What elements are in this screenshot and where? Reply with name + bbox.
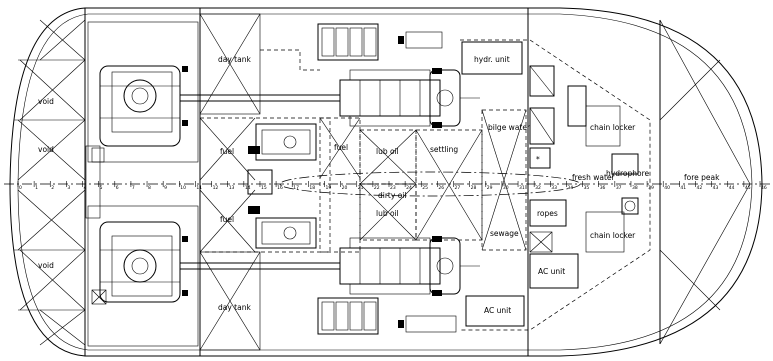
day-tank-bottom: day tank xyxy=(199,251,261,351)
svg-text:*: * xyxy=(536,155,540,164)
sewage-label: sewage xyxy=(490,229,519,238)
frame-number: 34 xyxy=(567,185,573,191)
frame-number: 38 xyxy=(632,185,638,191)
frame-number: 10 xyxy=(180,185,186,191)
generator-bottom xyxy=(248,206,317,249)
frame-number: 35 xyxy=(584,185,590,191)
ac-unit-bottom-box: AC unit xyxy=(465,295,525,327)
fuel-center-label: fuel xyxy=(334,143,348,152)
hydr-unit-label: hydr. unit xyxy=(474,55,510,64)
fuel-bottom-label: fuel xyxy=(220,215,234,224)
frame-number: 29 xyxy=(487,185,493,191)
frame-number: 43 xyxy=(713,185,719,191)
oil-tanks: lub oil lub oil dirty oil settling bilge… xyxy=(359,109,531,251)
ac-unit-bottom-label: AC unit xyxy=(484,306,511,315)
frame-number: 37 xyxy=(616,185,622,191)
frame-number: 1 xyxy=(35,185,38,191)
void-mid-label: void xyxy=(38,145,54,154)
void-bottom-label: void xyxy=(38,261,54,270)
frame-number: 32 xyxy=(535,185,541,191)
ropes-label: ropes xyxy=(537,209,558,218)
frame-number: 46 xyxy=(761,185,767,191)
fuel-top-label: fuel xyxy=(220,147,234,156)
fuel-tanks: fuel fuel fuel xyxy=(199,117,361,253)
frame-number: 26 xyxy=(438,185,444,191)
frame-number: 0 xyxy=(19,185,22,191)
hull-outline xyxy=(9,7,763,357)
frame-number: 11 xyxy=(196,185,202,191)
frame-number: 44 xyxy=(729,185,735,191)
day-tank-top-label: day tank xyxy=(218,55,251,64)
frame-number: 45 xyxy=(745,185,751,191)
battery-banks-top xyxy=(317,23,443,61)
frame-number: 23 xyxy=(390,185,396,191)
day-tank-top: day tank xyxy=(199,13,261,115)
void-compartments xyxy=(14,19,86,346)
frame-number: 18 xyxy=(309,185,315,191)
frame-number: 6 xyxy=(116,185,119,191)
steering-room-bottom xyxy=(87,205,199,347)
hydr-unit-box: hydr. unit xyxy=(461,41,523,75)
frame-number: 24 xyxy=(406,185,412,191)
frame-number: 12 xyxy=(213,185,219,191)
frame-number: 2 xyxy=(51,185,54,191)
frame-number: 14 xyxy=(245,185,251,191)
void-top-label: void xyxy=(38,97,54,106)
frame-number: 25 xyxy=(422,185,428,191)
engine-room-dashed xyxy=(260,39,651,331)
main-engine-top xyxy=(339,68,480,128)
frame-number: 4 xyxy=(84,185,87,191)
frame-number: 36 xyxy=(600,185,606,191)
frame-number: 9 xyxy=(164,185,167,191)
ac-unit-right-label: AC unit xyxy=(538,267,565,276)
frame-number: 15 xyxy=(261,185,267,191)
frame-number: 40 xyxy=(664,185,670,191)
lub-oil-top-label: lub oil xyxy=(376,147,399,156)
frame-number: 17 xyxy=(293,185,299,191)
hull-inner-line xyxy=(17,13,753,351)
chain-locker-bottom-label: chain locker xyxy=(590,231,636,240)
day-tank-bottom-label: day tank xyxy=(218,303,251,312)
transom-recess xyxy=(85,145,101,219)
bilge-water-label: bilge water xyxy=(488,123,531,132)
frame-number: 20 xyxy=(342,185,348,191)
frame-number: 41 xyxy=(680,185,686,191)
settling-label: settling xyxy=(430,145,458,154)
frame-number: 42 xyxy=(696,185,702,191)
frame-number: 31 xyxy=(519,185,525,191)
frame-number: 30 xyxy=(503,185,509,191)
frame-number: 5 xyxy=(100,185,103,191)
main-engine-bottom xyxy=(339,236,480,296)
switchboard xyxy=(247,169,273,195)
steering-room-top xyxy=(87,21,199,163)
lub-oil-bottom-label: lub oil xyxy=(376,209,399,218)
fore-peak-label: fore peak xyxy=(684,173,720,182)
fore-peak: fore peak xyxy=(659,19,751,345)
frame-number: 13 xyxy=(229,185,235,191)
frame-number: 19 xyxy=(325,185,331,191)
frame-number: 7 xyxy=(132,185,135,191)
battery-banks-bottom xyxy=(317,297,457,335)
frame-number: 21 xyxy=(358,185,364,191)
forward-equipment: * ropes AC unit chain locker chain locke… xyxy=(529,65,649,289)
frame-number: 33 xyxy=(551,185,557,191)
frame-number: 39 xyxy=(648,185,654,191)
chain-locker-top-label: chain locker xyxy=(590,123,636,132)
hydrophore-label: hydrophore xyxy=(606,169,649,178)
frame-number: 27 xyxy=(455,185,461,191)
fresh-water-label: fresh water xyxy=(572,173,616,182)
frame-number: 22 xyxy=(374,185,380,191)
frame-number: 3 xyxy=(67,185,70,191)
frame-number: 16 xyxy=(277,185,283,191)
generator-top xyxy=(248,123,317,161)
frame-number: 8 xyxy=(148,185,151,191)
frame-number: 28 xyxy=(471,185,477,191)
